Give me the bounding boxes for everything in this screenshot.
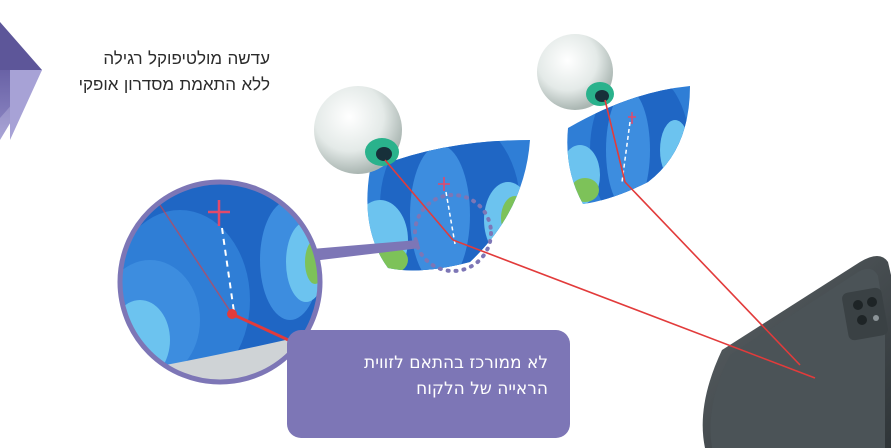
lens-caption: עדשה מולטיפוקל רגילה ללא התאמת מסדרון או…: [0, 46, 270, 98]
callout-line-1: לא ממורכז בהתאם לזווית: [364, 353, 548, 373]
magnifier-icon: [117, 179, 323, 385]
magnifier-connector: [300, 240, 420, 262]
callout-line-2: הראייה של הלקוח: [416, 379, 548, 399]
eyeball-icon: [314, 86, 402, 174]
sight-rays: [384, 99, 816, 379]
eyeball-icon: [537, 34, 614, 110]
chevron-arrow-icon: [0, 22, 42, 140]
caption-line-1: עדשה מולטיפוקל רגילה: [103, 49, 270, 69]
callout-box: לא ממורכז בהתאם לזווית הראייה של הלקוח: [287, 330, 570, 438]
smartphone-icon: [702, 256, 891, 448]
caption-line-2: ללא התאמת מסדרון אופקי: [78, 75, 270, 95]
